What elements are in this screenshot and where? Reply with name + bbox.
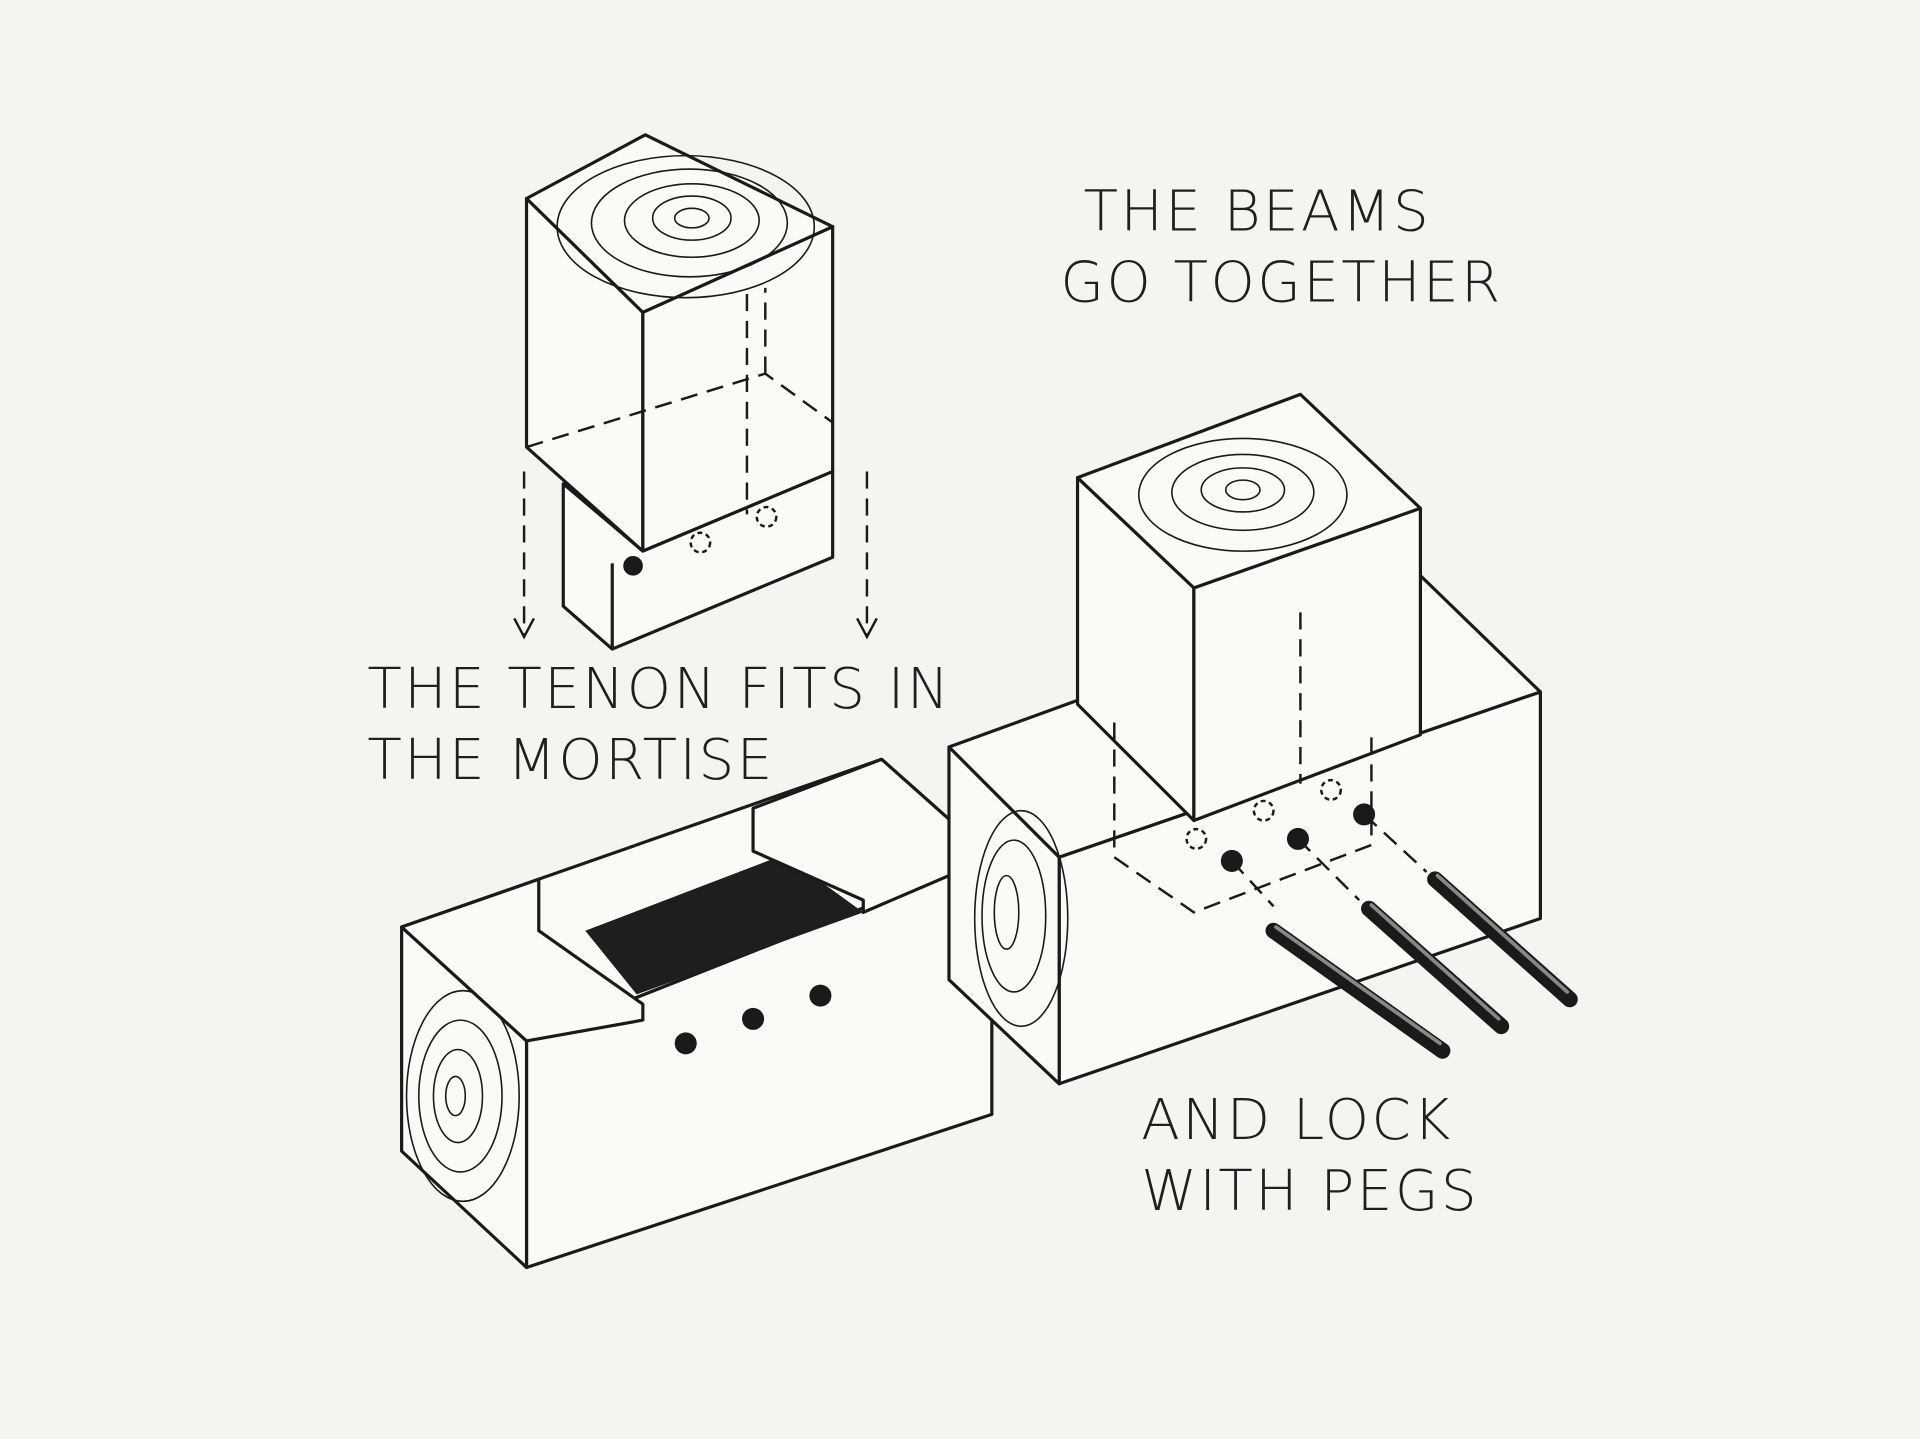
label-tenon-line1: THE TENON FITS IN (367, 657, 951, 722)
pegs (1265, 871, 1578, 1059)
right-post-grain-rings (1137, 437, 1348, 552)
label-pegs-line2: WITH PEGS (1141, 1159, 1479, 1224)
label-pegs-line1: AND LOCK (1141, 1088, 1452, 1153)
right-post (1075, 392, 1428, 914)
peg (1427, 871, 1578, 1008)
peg-hole (1252, 799, 1275, 822)
guide-lines (522, 471, 869, 637)
arrow-down-icon (513, 617, 878, 640)
lower-beam-grain-rings (405, 989, 520, 1203)
tenon-peg-hole (623, 556, 643, 576)
right-beam-end-grain (947, 745, 1061, 1086)
lower-left-beam (400, 757, 994, 1270)
peg-hole (809, 984, 832, 1007)
right-beam-grain-rings (973, 809, 1069, 1028)
upper-post-end-grain (524, 133, 835, 314)
peg-hole (1185, 827, 1208, 850)
mortise-left-shoulder (400, 877, 645, 1043)
upper-post-tenon (561, 469, 835, 651)
tenon-peg-hole (689, 531, 712, 554)
mortise-right-shoulder (751, 757, 994, 914)
peg (1265, 922, 1451, 1059)
mortise-slot (585, 854, 864, 995)
label-beams-line1: THE BEAMS (1084, 179, 1432, 244)
right-post-end-grain (1075, 392, 1423, 590)
upper-post (513, 133, 878, 651)
peg-hole (674, 1032, 697, 1055)
peg-guide-lines (1230, 813, 1428, 908)
label-tenon-line2: THE MORTISE (367, 728, 774, 793)
upper-post-grain-rings (556, 154, 816, 299)
peg-hole (1320, 778, 1343, 801)
label-beams-line2: GO TOGETHER (1060, 250, 1502, 315)
peg (1361, 900, 1510, 1035)
hidden-lines (526, 287, 834, 515)
peg-hole (742, 1007, 765, 1030)
tenon-peg-hole (755, 505, 778, 528)
